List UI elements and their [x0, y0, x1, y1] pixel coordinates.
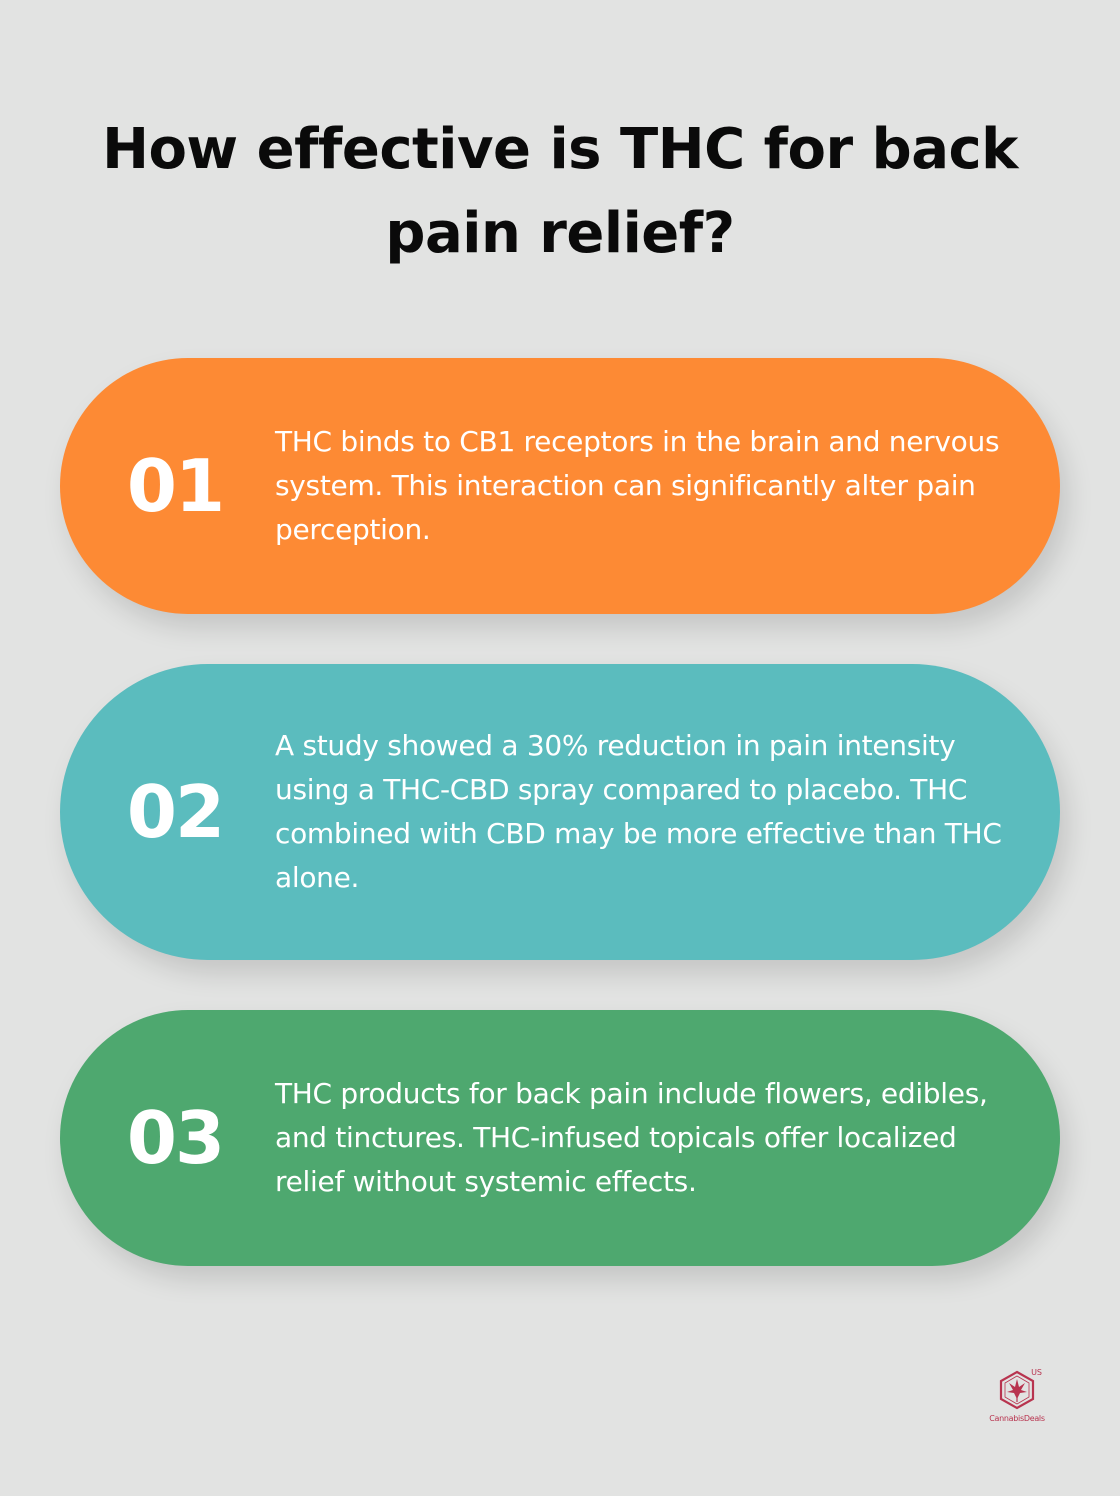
logo-brand-text: CannabisDeals	[989, 1414, 1045, 1423]
brand-logo: US CannabisDeals	[982, 1368, 1052, 1424]
fact-number: 01	[126, 444, 225, 528]
fact-card-1: 01 THC binds to CB1 receptors in the bra…	[60, 358, 1060, 614]
fact-text: THC binds to CB1 receptors in the brain …	[275, 425, 1000, 546]
fact-card-2: 02 A study showed a 30% reduction in pai…	[60, 664, 1060, 960]
fact-number: 03	[126, 1096, 225, 1180]
fact-number: 02	[126, 770, 225, 854]
page-title: How effective is THC for back pain relie…	[102, 117, 1018, 266]
fact-text: THC products for back pain include flowe…	[275, 1077, 988, 1198]
fact-text: A study showed a 30% reduction in pain i…	[275, 729, 1002, 894]
cannabis-leaf-hexagon-icon	[999, 1370, 1035, 1410]
fact-card-3: 03 THC products for back pain include fl…	[60, 1010, 1060, 1266]
logo-region-text: US	[1031, 1368, 1042, 1377]
